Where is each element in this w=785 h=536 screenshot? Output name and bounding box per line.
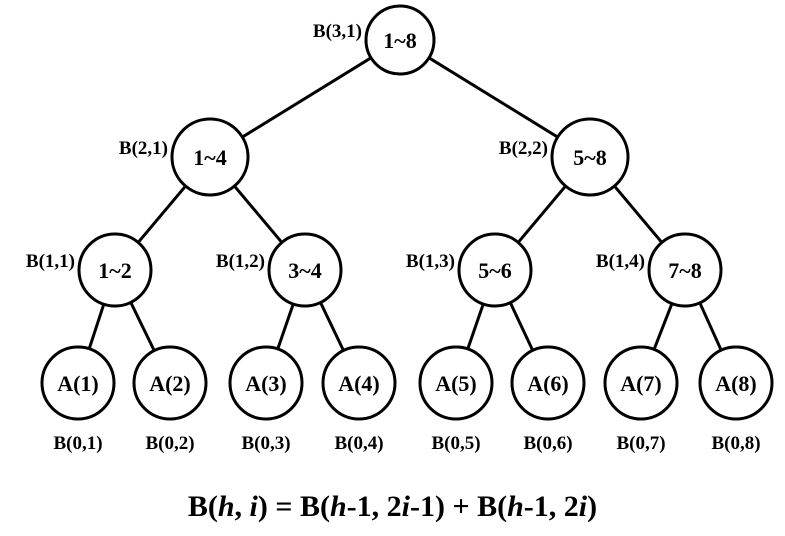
leaf-node-text: A(1) [57,371,99,396]
leaf-node-text: A(5) [435,371,477,396]
formula-text: -1, 2 [523,490,579,523]
leaf-node-circle [321,345,397,421]
tree-node-circle [647,232,723,308]
tree-edge [276,303,295,350]
formula-text: , [234,490,250,523]
leaf-node-circle [510,345,586,421]
tree-edge [319,301,345,352]
leaf-node-circle [418,345,494,421]
tree-edge [698,302,723,351]
node-label: B(1,2) [216,251,265,272]
tree-edge [241,56,372,139]
leaf-node-text: A(6) [527,371,569,396]
node-label: B(3,1) [313,21,362,42]
tree-edge [129,301,156,352]
tree-edge [466,303,485,350]
tree-edge [508,301,535,352]
formula-var-h: h [329,490,347,523]
leaf-node-circle [40,345,116,421]
leaf-node-text: A(7) [620,371,662,396]
node-label: B(0,1) [53,433,102,454]
node-label: B(1,3) [406,251,455,272]
tree-edge [613,185,663,244]
tree-node-circle [77,232,153,308]
node-label: B(2,1) [119,138,168,159]
formula-text: ) = B( [257,490,330,523]
tree-edge [233,185,283,244]
node-label: B(0,4) [334,433,383,454]
tree-edge [428,56,559,139]
tree-node-circle [267,232,343,308]
node-range-text: 3~4 [288,258,321,283]
tree-node-circle [550,117,630,197]
node-label: B(0,8) [711,433,760,454]
node-range-text: 1~4 [193,145,226,170]
tree-node-circle [364,4,436,76]
tree-edge [87,303,106,350]
node-label: B(0,7) [616,433,665,454]
tree-node-circle [457,232,533,308]
formula-var-i: i [249,490,258,523]
formula-var-i: i [401,490,411,523]
node-label: B(0,5) [431,433,480,454]
node-label: B(0,6) [523,433,572,454]
leaf-node-circle [603,345,679,421]
node-range-text: 7~8 [668,258,701,283]
tree-node-circle [170,117,250,197]
node-label: B(0,3) [241,433,290,454]
node-label: B(2,2) [499,138,548,159]
tree-edge [137,185,187,244]
node-range-text: 1~8 [383,28,416,53]
tree-edge [517,185,567,244]
leaf-node-text: A(3) [245,371,287,396]
node-label: B(1,4) [596,251,645,272]
leaf-node-circle [698,345,774,421]
tree-edges [87,56,723,352]
leaf-node-text: A(4) [338,371,380,396]
leaf-node-text: A(8) [715,371,757,396]
node-label: B(1,1) [26,251,75,272]
leaf-node-text: A(2) [149,371,191,396]
leaf-node-circle [132,345,208,421]
formula-text: -1) + B( [410,490,508,523]
formula-var-i: i [578,490,588,523]
node-label: B(0,2) [145,433,194,454]
formula-var-h: h [507,490,524,523]
node-range-text: 1~2 [98,258,131,283]
leaf-node-circle [228,345,304,421]
node-range-text: 5~8 [573,145,606,170]
tree-nodes: 1~8B(3,1)1~4B(2,1)5~8B(2,2)1~2B(1,1)3~4B… [26,4,774,454]
recurrence-formula: B(h, i) = B(h-1, 2i-1) + B(h-1, 2i) [0,490,785,524]
binary-tree-diagram: 1~8B(3,1)1~4B(2,1)5~8B(2,2)1~2B(1,1)3~4B… [26,4,774,454]
formula-text: B( [187,490,218,523]
formula-text: ) [587,490,598,523]
node-range-text: 5~6 [478,258,511,283]
formula-var-h: h [217,490,235,523]
formula-text: -1, 2 [346,490,402,523]
tree-edge [652,303,674,350]
